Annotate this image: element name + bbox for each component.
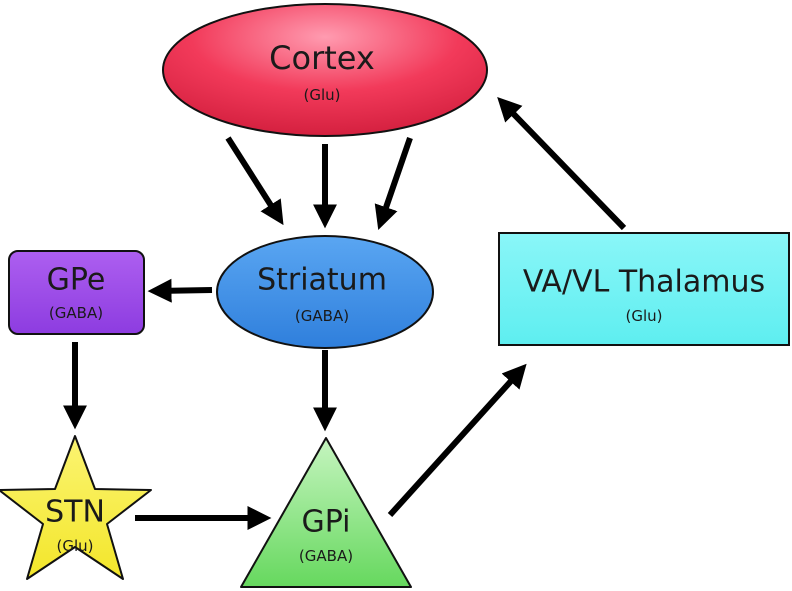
striatum-label: Striatum [257, 263, 387, 298]
stn-transmitter: (Glu) [56, 537, 93, 555]
gpe-label: GPe [47, 263, 106, 298]
node-cortex: Cortex (Glu) [162, 3, 488, 137]
stn-label: STN [45, 495, 105, 530]
arrow-striatum-to-gpe [147, 278, 213, 303]
arrow-gpi-to-thalamus [387, 363, 527, 518]
arrow-cortex-to-striatum-left [225, 136, 284, 226]
striatum-ellipse [216, 235, 434, 349]
cortex-ellipse [162, 3, 488, 137]
gpe-transmitter: (GABA) [49, 304, 103, 322]
node-thalamus: VA/VL Thalamus (Glu) [498, 232, 790, 346]
thalamus-label: VA/VL Thalamus [523, 265, 765, 300]
arrows [63, 96, 627, 530]
node-striatum: Striatum (GABA) [216, 235, 434, 349]
arrow-cortex-to-striatum-right [374, 137, 413, 230]
striatum-transmitter: (GABA) [295, 307, 349, 325]
thalamus-transmitter: (Glu) [625, 307, 662, 325]
node-stn: STN (Glu) [0, 435, 152, 580]
arrow-thalamus-to-cortex [497, 96, 627, 231]
node-gpe: GPe (GABA) [8, 250, 145, 335]
gpi-label: GPi [301, 505, 350, 540]
node-gpi: GPi (GABA) [240, 437, 412, 588]
thalamus-box [498, 232, 790, 346]
gpe-box [8, 250, 145, 335]
cortex-label: Cortex [269, 39, 375, 77]
stn-star [0, 435, 152, 580]
gpi-triangle [240, 437, 412, 588]
gpi-transmitter: (GABA) [299, 547, 353, 565]
cortex-transmitter: (Glu) [303, 86, 340, 104]
